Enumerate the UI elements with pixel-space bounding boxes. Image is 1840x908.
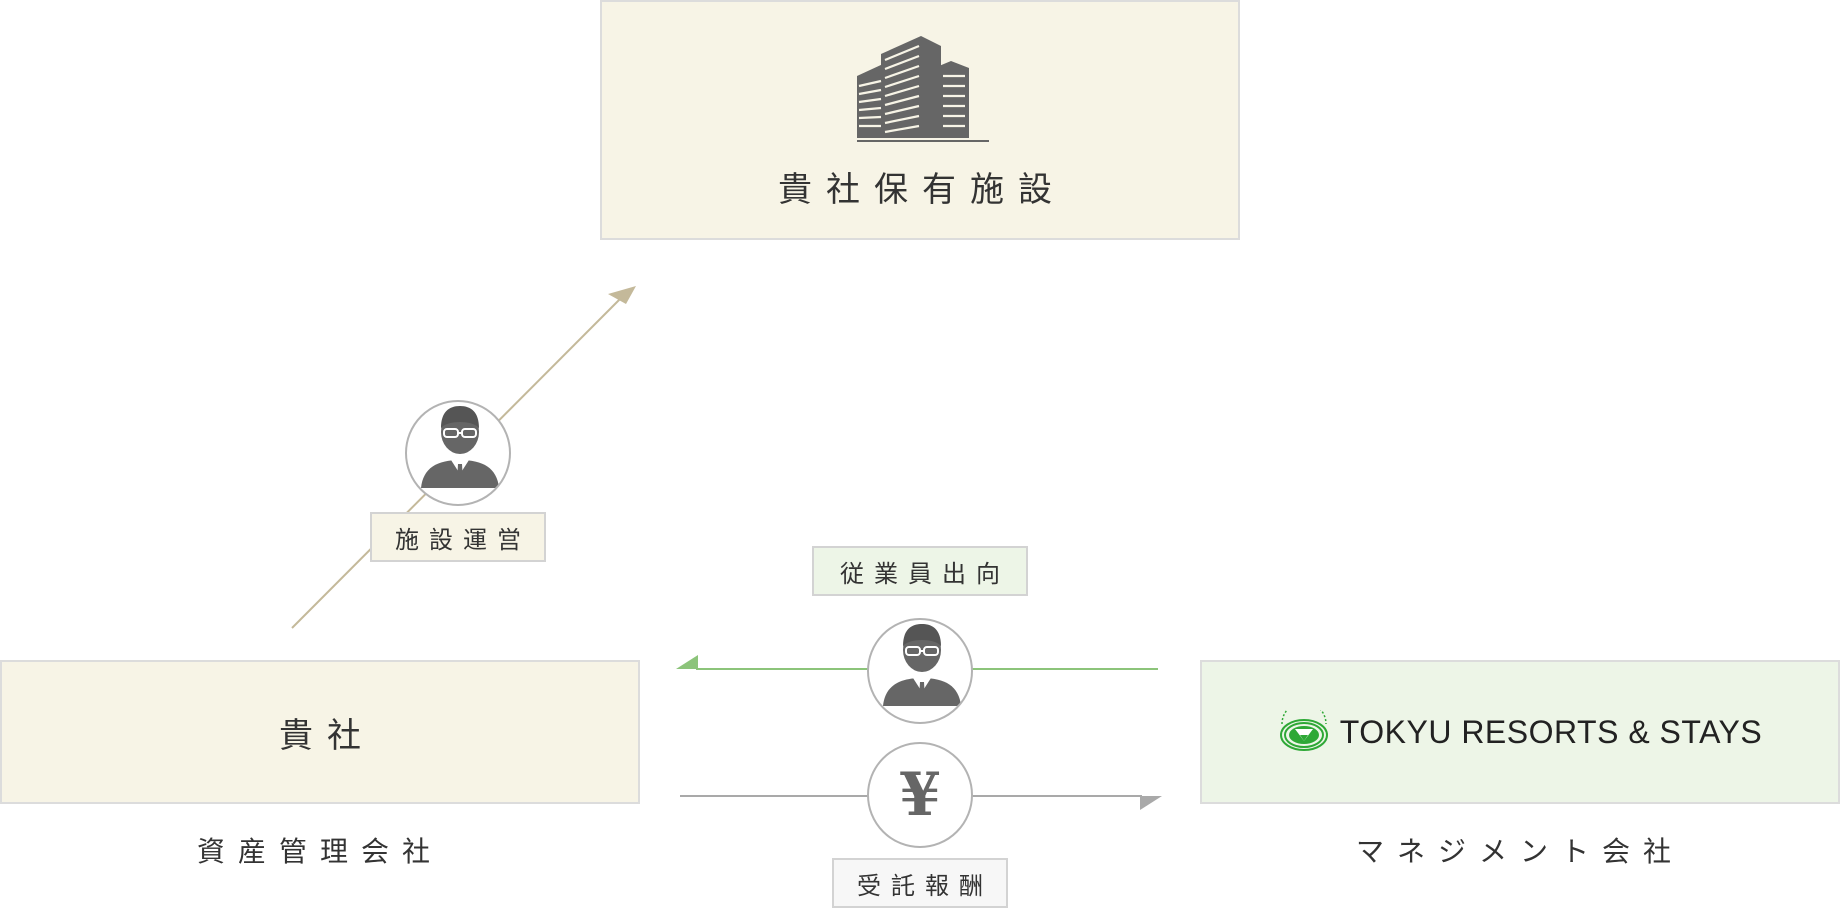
management-box: TOKYU RESORTS & STAYS: [1200, 660, 1840, 804]
businessman-icon: [883, 624, 961, 706]
businessman-icon: [421, 406, 499, 488]
operation-label: 施設運営: [370, 512, 546, 562]
dispatch-arrowhead: [676, 655, 698, 669]
yen-symbol: ¥: [899, 760, 941, 830]
tokyu-logo-icon: [1279, 710, 1328, 751]
facility-box: 貴社保有施設: [600, 0, 1240, 240]
client-box: 貴社: [0, 660, 640, 804]
dispatch-person-icon: [867, 618, 973, 724]
yen-icon: ¥: [867, 742, 973, 848]
client-title: 貴社: [279, 715, 375, 756]
management-caption: マネジメント会社: [1355, 835, 1684, 868]
operation-arrowhead: [608, 286, 636, 304]
building-icon: [857, 36, 989, 142]
facility-title: 貴社保有施設: [778, 170, 1066, 210]
fee-label: 受託報酬: [832, 858, 1008, 908]
operation-person-icon: [405, 400, 511, 506]
client-caption: 資産管理会社: [196, 835, 443, 868]
management-logo-text: TOKYU RESORTS & STAYS: [1339, 713, 1763, 750]
dispatch-label: 従業員出向: [812, 546, 1028, 596]
fee-arrowhead: [1140, 796, 1162, 810]
